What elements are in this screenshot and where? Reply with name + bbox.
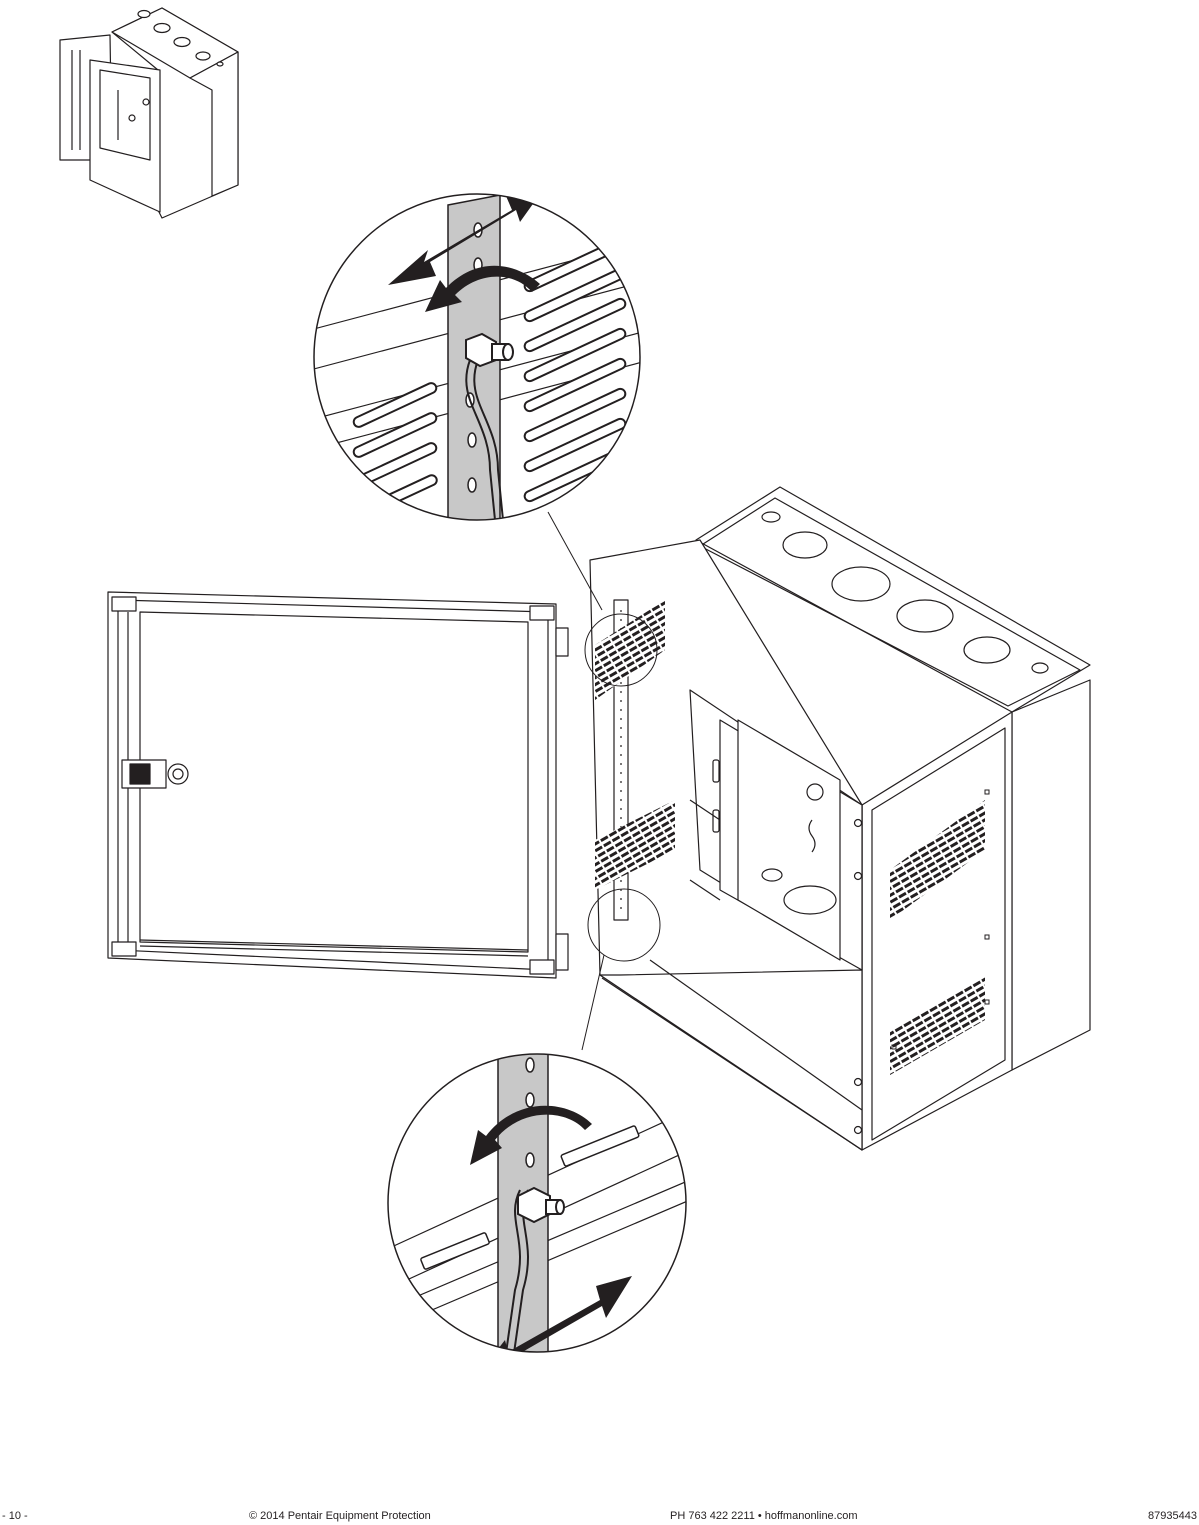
top-detail-circle — [314, 194, 640, 520]
page-number: - 10 - — [2, 1510, 28, 1522]
thumbnail-enclosure — [59, 7, 239, 219]
document-number: 87935443 — [1148, 1510, 1197, 1522]
copyright-text: © 2014 Pentair Equipment Protection — [249, 1510, 431, 1522]
detail-leader-lines — [547, 511, 661, 1051]
main-enclosure — [589, 486, 1091, 1151]
enclosure-door — [107, 591, 569, 979]
bottom-detail-circle — [388, 1054, 686, 1352]
double-arrow-icon — [388, 194, 550, 285]
contact-info: PH 763 422 2211 • hoffmanonline.com — [670, 1510, 858, 1522]
rotate-arrow-icon — [470, 1105, 592, 1165]
double-arrow-icon — [470, 1276, 632, 1352]
rotate-arrow-icon — [425, 265, 540, 312]
